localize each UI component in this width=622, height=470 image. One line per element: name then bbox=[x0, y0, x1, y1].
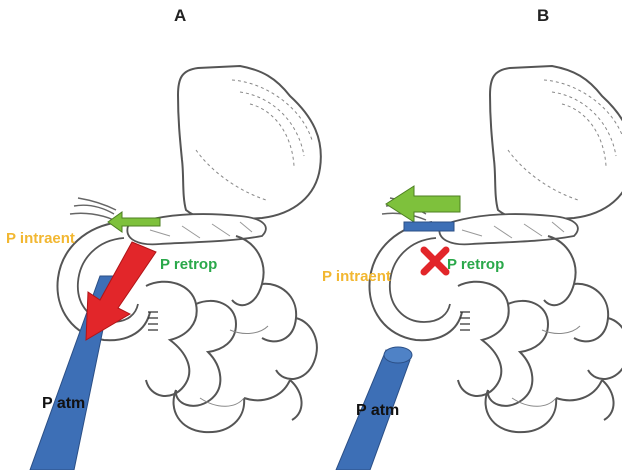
panel-b-block-x bbox=[424, 250, 446, 272]
panel-a-label-intraent: P intraent bbox=[6, 230, 75, 247]
panel-b-label-retrop: P retrop bbox=[447, 256, 504, 273]
panel-b-label-intraent: P intraent bbox=[322, 268, 391, 285]
panel-b-letter: B bbox=[537, 6, 549, 26]
panel-a-letter: A bbox=[174, 6, 186, 26]
panel-b-blue-barrier bbox=[404, 222, 454, 231]
panel-a-anatomy bbox=[57, 66, 320, 432]
panel-b-green-arrow bbox=[386, 186, 460, 222]
panel-b-tube-opening bbox=[384, 347, 412, 363]
panel-b-anatomy bbox=[369, 66, 622, 432]
panel-b-label-atm: P atm bbox=[356, 402, 399, 420]
panel-a-label-retrop: P retrop bbox=[160, 256, 217, 273]
panel-a-label-atm: P atm bbox=[42, 395, 85, 413]
